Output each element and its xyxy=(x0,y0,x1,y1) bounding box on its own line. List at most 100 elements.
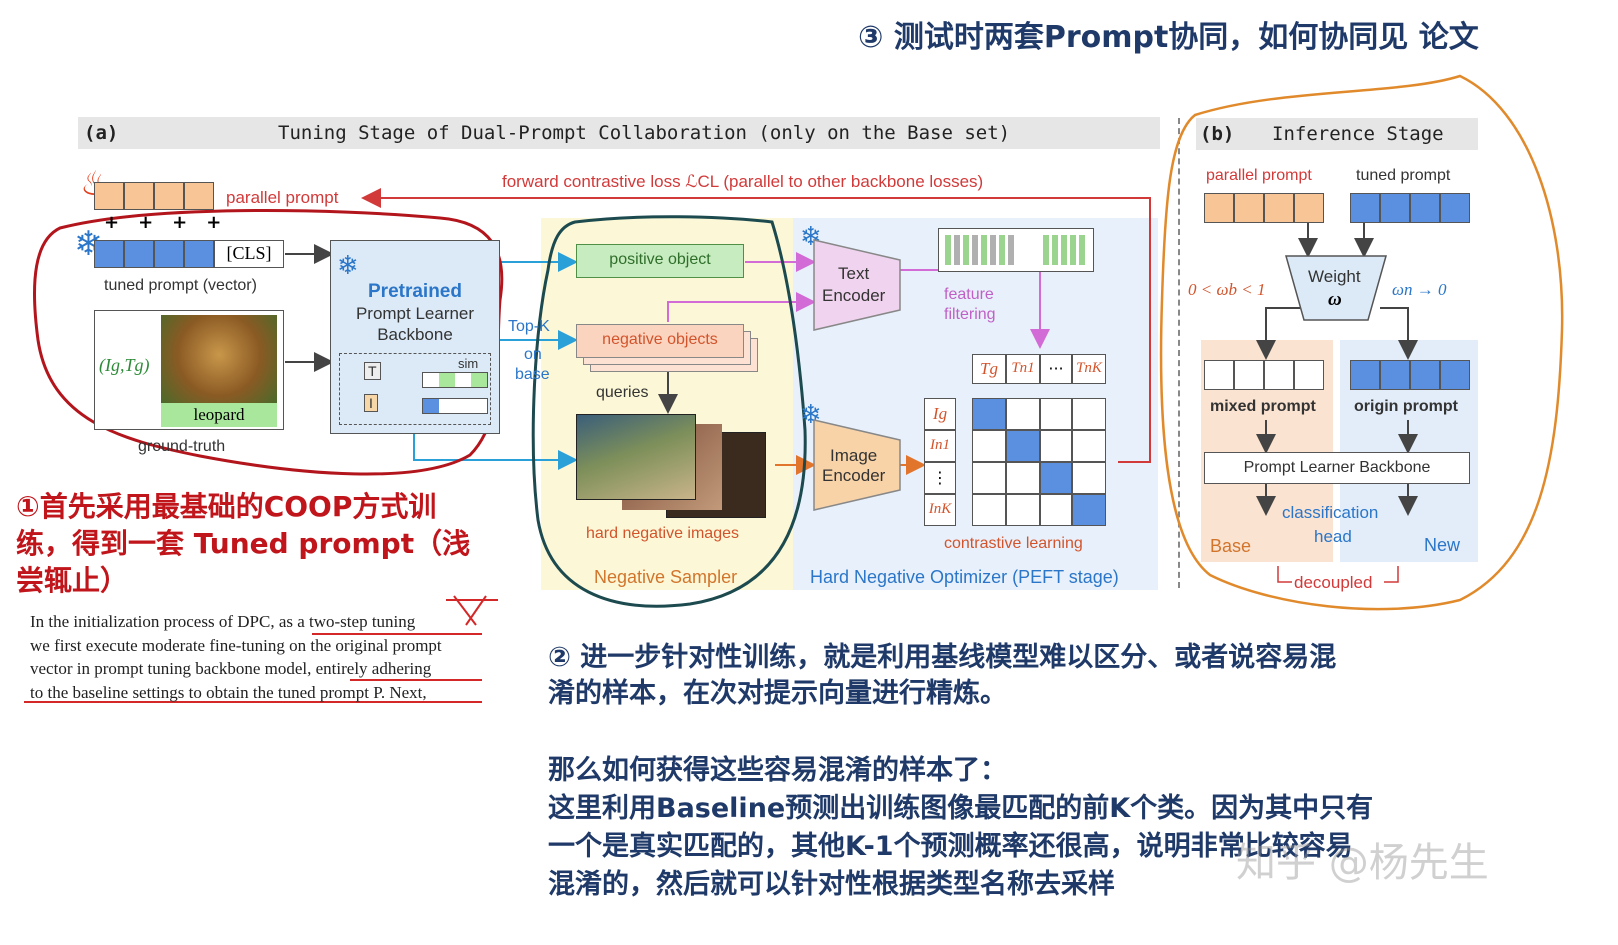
origin-cell xyxy=(1350,360,1380,390)
matrix-cell xyxy=(1040,430,1072,462)
topk-label: Top-K xyxy=(508,318,550,335)
weight-label1: Weight xyxy=(1308,267,1361,286)
matrix-cell xyxy=(1006,398,1040,430)
b-tuned-cell xyxy=(1440,193,1470,223)
feature-bars-left xyxy=(945,235,1017,265)
leopard-image xyxy=(161,315,277,403)
origin-prompt-label: origin prompt xyxy=(1354,398,1458,415)
panel-a-title: Tuning Stage of Dual-Prompt Collaboratio… xyxy=(278,122,1011,144)
panel-a-header: (a) Tuning Stage of Dual-Prompt Collabor… xyxy=(78,117,1160,149)
weight-shape xyxy=(1285,255,1387,321)
hno-label: Hard Negative Optimizer (PEFT stage) xyxy=(810,567,1119,587)
annotation-step3: ③ 测试时两套Prompt协同，如何协同见 论文 xyxy=(858,20,1479,55)
matrix-cell xyxy=(1040,494,1072,526)
negative-sampler-label: Negative Sampler xyxy=(594,567,738,587)
teal-outline xyxy=(531,215,807,608)
new-label: New xyxy=(1424,535,1461,555)
ground-truth-box: (Ig,Tg) leopard xyxy=(94,310,284,430)
parallel-cell xyxy=(154,182,184,210)
orange-outline xyxy=(1159,74,1564,611)
image-encoder-label1: Image xyxy=(830,446,878,465)
t-nk-cell: TnK xyxy=(1072,354,1106,384)
plus-signs: ++++ xyxy=(104,212,241,233)
panel-divider xyxy=(1178,118,1180,588)
negative-objects-box: negative objects xyxy=(576,324,744,358)
wn-label: ωn → 0 xyxy=(1392,280,1447,299)
step1-line: 练，得到一套 Tuned prompt（浅 xyxy=(16,527,471,560)
b-parallel-prompt-label: parallel prompt xyxy=(1206,167,1312,184)
b-tuned-prompt-label: tuned prompt xyxy=(1356,167,1451,184)
mixed-cell xyxy=(1234,360,1264,390)
backbone-sub1: Prompt Learner xyxy=(355,304,475,323)
backbone-inner: T I sim xyxy=(339,353,491,425)
base-label: Base xyxy=(1210,536,1252,556)
pretrained-backbone: ❄ Pretrained Prompt Learner Backbone T I… xyxy=(330,240,500,434)
t-dots-cell: ··· xyxy=(1040,354,1072,384)
topk-on: on xyxy=(524,346,542,363)
parallel-cell xyxy=(124,182,154,210)
weight-label2: ω xyxy=(1328,289,1342,310)
parallel-cell xyxy=(184,182,214,210)
annotation-explanation: 那么如何获得这些容易混淆的样本了： 这里利用Baseline预测出训练图像最匹配… xyxy=(548,752,1373,904)
matrix-cell xyxy=(972,494,1006,526)
image-encoder-label2: Encoder xyxy=(822,466,886,485)
answer-line: 一个是真实匹配的，其他K-1个预测概率还很高，说明非常比较容易 xyxy=(548,831,1353,862)
sim-label: sim xyxy=(458,356,479,371)
step1-line: ①首先采用最基础的COOP方式训 xyxy=(16,490,437,523)
loss-arrow xyxy=(361,188,1151,463)
feature-label1: feature xyxy=(944,286,994,303)
parallel-cell xyxy=(94,182,124,210)
similarity-matrix xyxy=(972,398,1106,526)
backbone-title: Pretrained xyxy=(368,281,462,302)
text-encoder-shape xyxy=(813,239,901,331)
feature-bars-right xyxy=(1043,235,1087,265)
excerpt-line: to the baseline settings to obtain the t… xyxy=(30,682,427,702)
matrix-cell xyxy=(1072,398,1106,430)
pair-label: (Ig,Tg) xyxy=(99,355,150,375)
contrastive-label: contrastive learning xyxy=(944,535,1083,552)
tuned-prompt-label: tuned prompt (vector) xyxy=(104,277,257,294)
leopard-label: leopard xyxy=(161,403,277,427)
watermark: 知乎 @杨先生 xyxy=(1236,840,1489,886)
tuned-cell xyxy=(184,240,214,268)
mixed-prompt-label: mixed prompt xyxy=(1210,398,1316,415)
snowflake-icon: ❄ xyxy=(337,251,359,281)
backbone-sub2: Backbone xyxy=(377,325,453,344)
t-n1-cell: Tn1 xyxy=(1006,354,1040,384)
mixed-cell xyxy=(1264,360,1294,390)
text-encoder-label2: Encoder xyxy=(822,286,886,305)
i-g-cell: Ig xyxy=(924,398,956,430)
sim-row-blue xyxy=(422,398,488,414)
step2-line: 淆的样本，在次对提示向量进行精炼。 xyxy=(548,678,1007,709)
matrix-diag xyxy=(1072,494,1106,526)
matrix-cell xyxy=(972,462,1006,494)
text-encoder-label1: Text xyxy=(838,264,870,283)
matrix-cell xyxy=(1040,398,1072,430)
answer-line: 这里利用Baseline预测出训练图像最匹配的前K个类。因为其中只有 xyxy=(548,793,1374,824)
tuned-cell xyxy=(154,240,184,268)
b-parallel-cell xyxy=(1264,193,1294,223)
tuned-cell xyxy=(124,240,154,268)
hard-negative-images-label: hard negative images xyxy=(586,525,739,542)
origin-cell xyxy=(1440,360,1470,390)
excerpt-line: we first execute moderate fine-tuning on… xyxy=(30,635,442,655)
queries-label: queries xyxy=(596,384,649,401)
wb-label: 0 < ωb < 1 xyxy=(1188,280,1266,299)
decoupled-label: decoupled xyxy=(1294,573,1373,592)
excerpt-line: In the initialization process of DPC, as… xyxy=(30,612,416,631)
panel-b-header: (b) Inference Stage xyxy=(1196,118,1478,150)
tuned-cell xyxy=(94,240,124,268)
matrix-diag xyxy=(972,398,1006,430)
b-tuned-cell xyxy=(1350,193,1380,223)
sim-row-green xyxy=(422,372,488,388)
annotation-step1: ①首先采用最基础的COOP方式训 练，得到一套 Tuned prompt（浅 尝… xyxy=(16,488,470,599)
origin-cell xyxy=(1410,360,1440,390)
b-parallel-cell xyxy=(1294,193,1324,223)
matrix-cell xyxy=(972,430,1006,462)
parallel-prompt-label: parallel prompt xyxy=(226,188,339,207)
matrix-cell xyxy=(1072,430,1106,462)
classification-label: classification xyxy=(1282,503,1379,522)
matrix-diag xyxy=(1006,430,1040,462)
question-line: 那么如何获得这些容易混淆的样本了： xyxy=(548,755,1007,786)
